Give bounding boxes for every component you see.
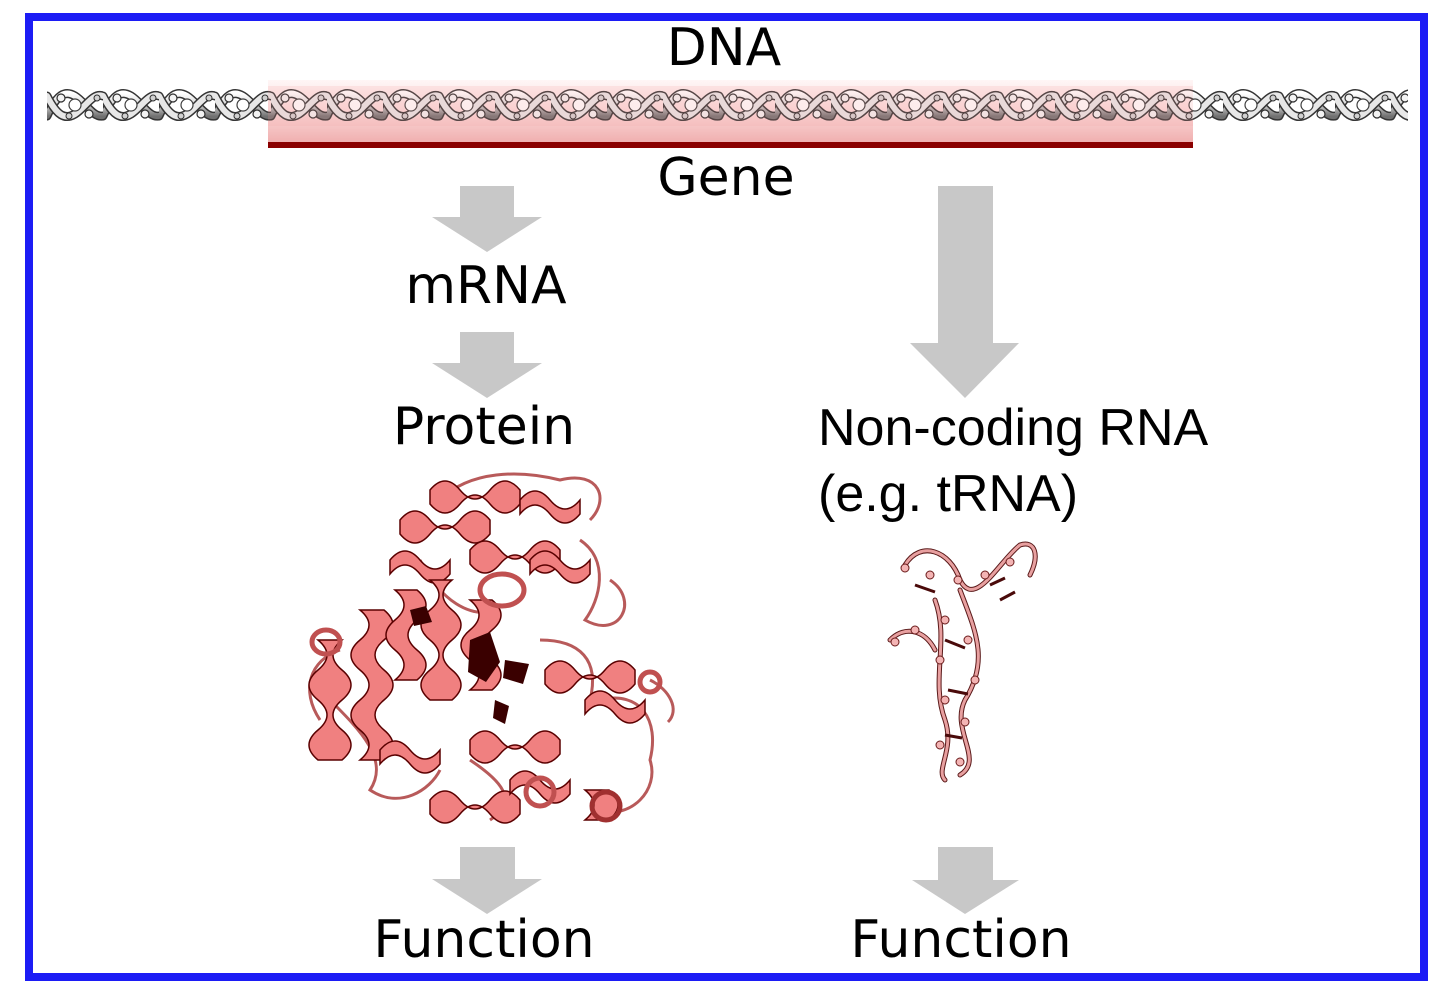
gene-bar [268, 142, 1193, 148]
dna-label: DNA [666, 18, 782, 78]
arrow-protein-to-function [432, 847, 542, 914]
function-label-left: Function [373, 910, 595, 970]
dna-double-helix-icon [47, 86, 1408, 126]
ncrna-label-line2: (e.g. tRNA) [818, 465, 1079, 523]
arrow-ncrna-to-function [912, 847, 1019, 914]
protein-label: Protein [392, 397, 576, 457]
function-label-right: Function [850, 910, 1072, 970]
diagram-border [25, 13, 1428, 981]
mrna-label: mRNA [405, 256, 567, 316]
arrow-gene-to-mrna [432, 186, 542, 252]
arrow-mrna-to-protein [432, 332, 542, 398]
protein-ribbon-structure-icon [308, 472, 675, 824]
arrow-gene-to-ncrna [910, 186, 1019, 398]
ncrna-label-line1: Non-coding RNA [818, 399, 1209, 457]
trna-ribbon-structure-icon [887, 541, 1038, 783]
gene-label: Gene [657, 148, 795, 208]
